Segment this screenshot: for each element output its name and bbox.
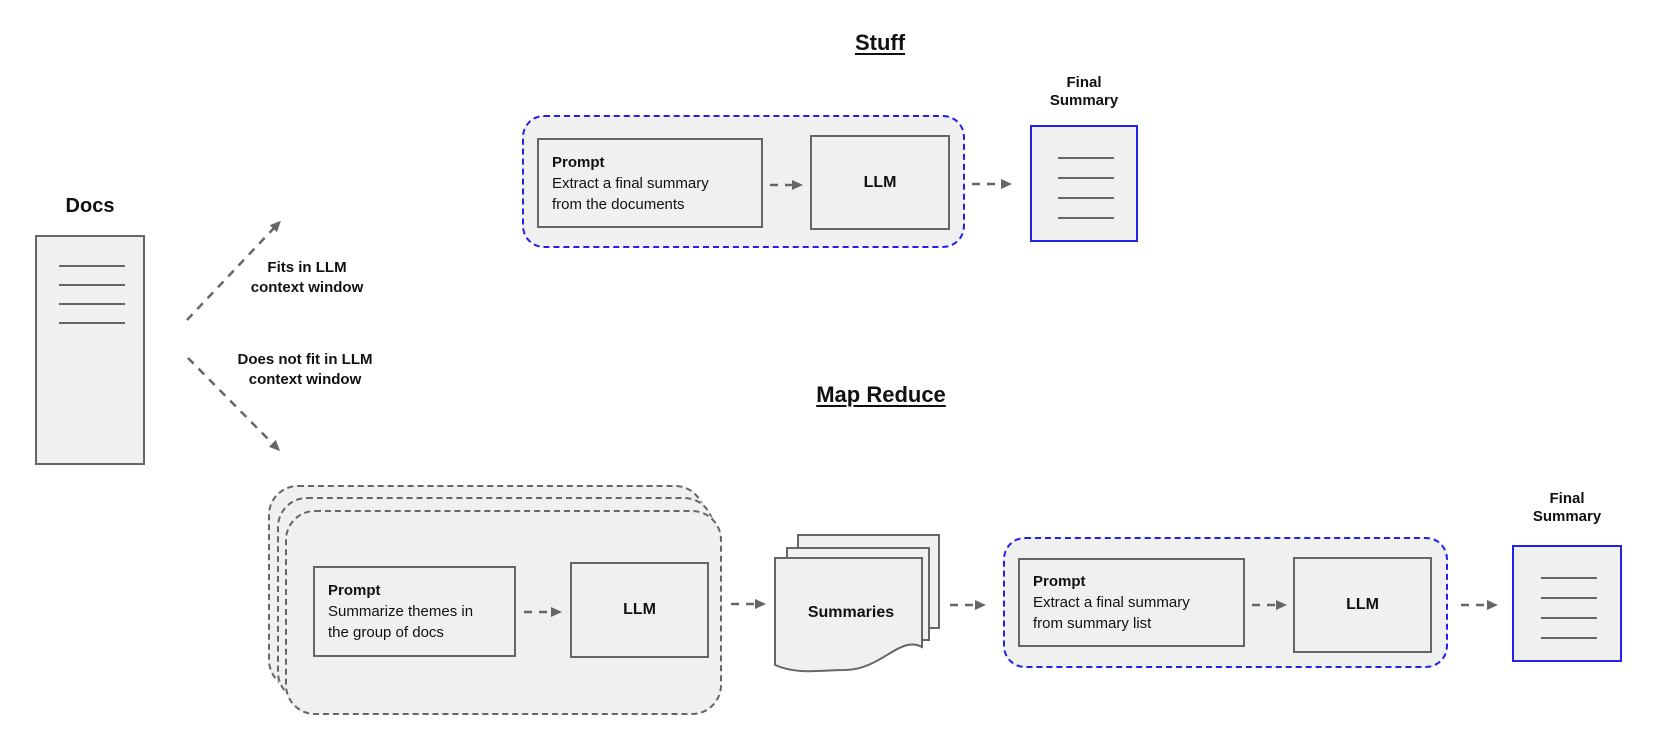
summaries-pages-icon [774,534,940,673]
reduce-prompt-title: Prompt [1033,573,1086,590]
map-prompt-title: Prompt [328,582,381,599]
map-prompt-box: Prompt Summarize themes in the group of … [313,566,516,657]
stuff-prompt-box: Prompt Extract a final summary from the … [537,138,763,228]
docs-document-icon [35,235,145,465]
stuff-llm-label: LLM [863,173,897,191]
text-lines-icon [59,265,125,342]
does-not-fit-branch-label: Does not fit in LLM context window [237,351,373,388]
map-llm-label: LLM [623,601,656,618]
stuff-title: Stuff [854,30,906,55]
docs-label: Docs [65,195,115,217]
reduce-prompt-box: Prompt Extract a final summary from summ… [1018,558,1245,647]
stuff-final-summary-label: Final Summary [1049,74,1119,109]
stuff-llm-box: LLM [810,135,950,230]
reduce-llm-label: LLM [1346,596,1379,613]
map-reduce-title: Map Reduce [816,382,946,407]
stuff-final-summary-document-icon [1030,125,1138,242]
text-lines-icon [1541,577,1597,639]
reduce-final-summary-label: Final Summary [1532,490,1602,525]
summaries-label: Summaries [807,604,895,621]
stuff-prompt-title: Prompt [552,153,605,171]
map-prompt-body: Summarize themes in the group of docs [328,603,474,641]
reduce-final-summary-document-icon [1512,545,1622,662]
fits-branch-label: Fits in LLM context window [250,259,364,296]
reduce-prompt-body: Extract a final summary from summary lis… [1033,594,1190,632]
reduce-llm-box: LLM [1293,557,1432,653]
map-llm-box: LLM [570,562,709,658]
stuff-prompt-body: Extract a final summary from the documen… [552,174,709,213]
text-lines-icon [1058,157,1114,219]
